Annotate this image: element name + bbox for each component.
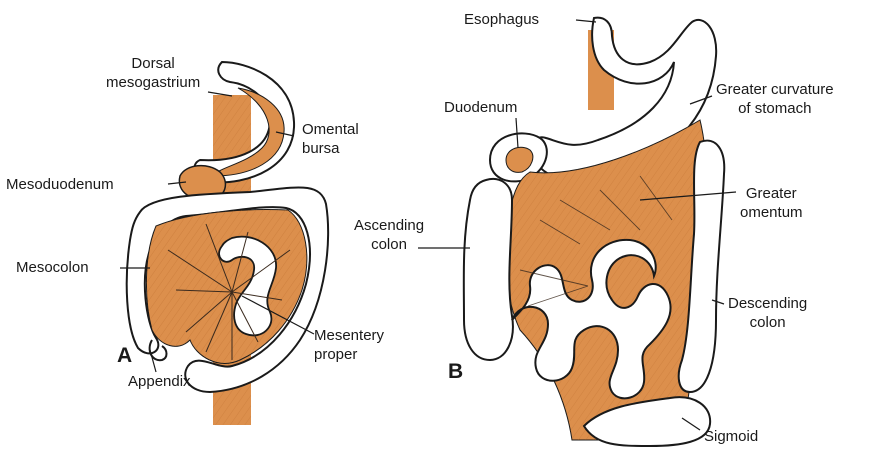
label-descending-colon: Descending colon: [728, 294, 807, 332]
label-ascending-colon: Ascending colon: [354, 216, 424, 254]
label-sigmoid: Sigmoid: [704, 427, 758, 446]
label-duodenum: Duodenum: [444, 98, 517, 117]
ascending-colon-shape: [464, 179, 513, 360]
label-mesoduodenum: Mesoduodenum: [6, 175, 114, 194]
label-esophagus: Esophagus: [464, 10, 539, 29]
panel-a-letter: A: [117, 344, 132, 368]
panel-a-drawing: [120, 62, 328, 425]
label-dorsal-mesogastrium: Dorsal mesogastrium: [106, 54, 200, 92]
label-greater-omentum: Greater omentum: [740, 184, 803, 222]
label-appendix: Appendix: [128, 372, 191, 391]
label-omental-bursa: Omental bursa: [302, 120, 359, 158]
label-mesocolon: Mesocolon: [16, 258, 89, 277]
panel-b-drawing: [418, 18, 736, 446]
label-mesentery-proper: Mesentery proper: [314, 326, 384, 364]
label-greater-curvature: Greater curvature of stomach: [716, 80, 834, 118]
panel-b-letter: B: [448, 360, 463, 384]
